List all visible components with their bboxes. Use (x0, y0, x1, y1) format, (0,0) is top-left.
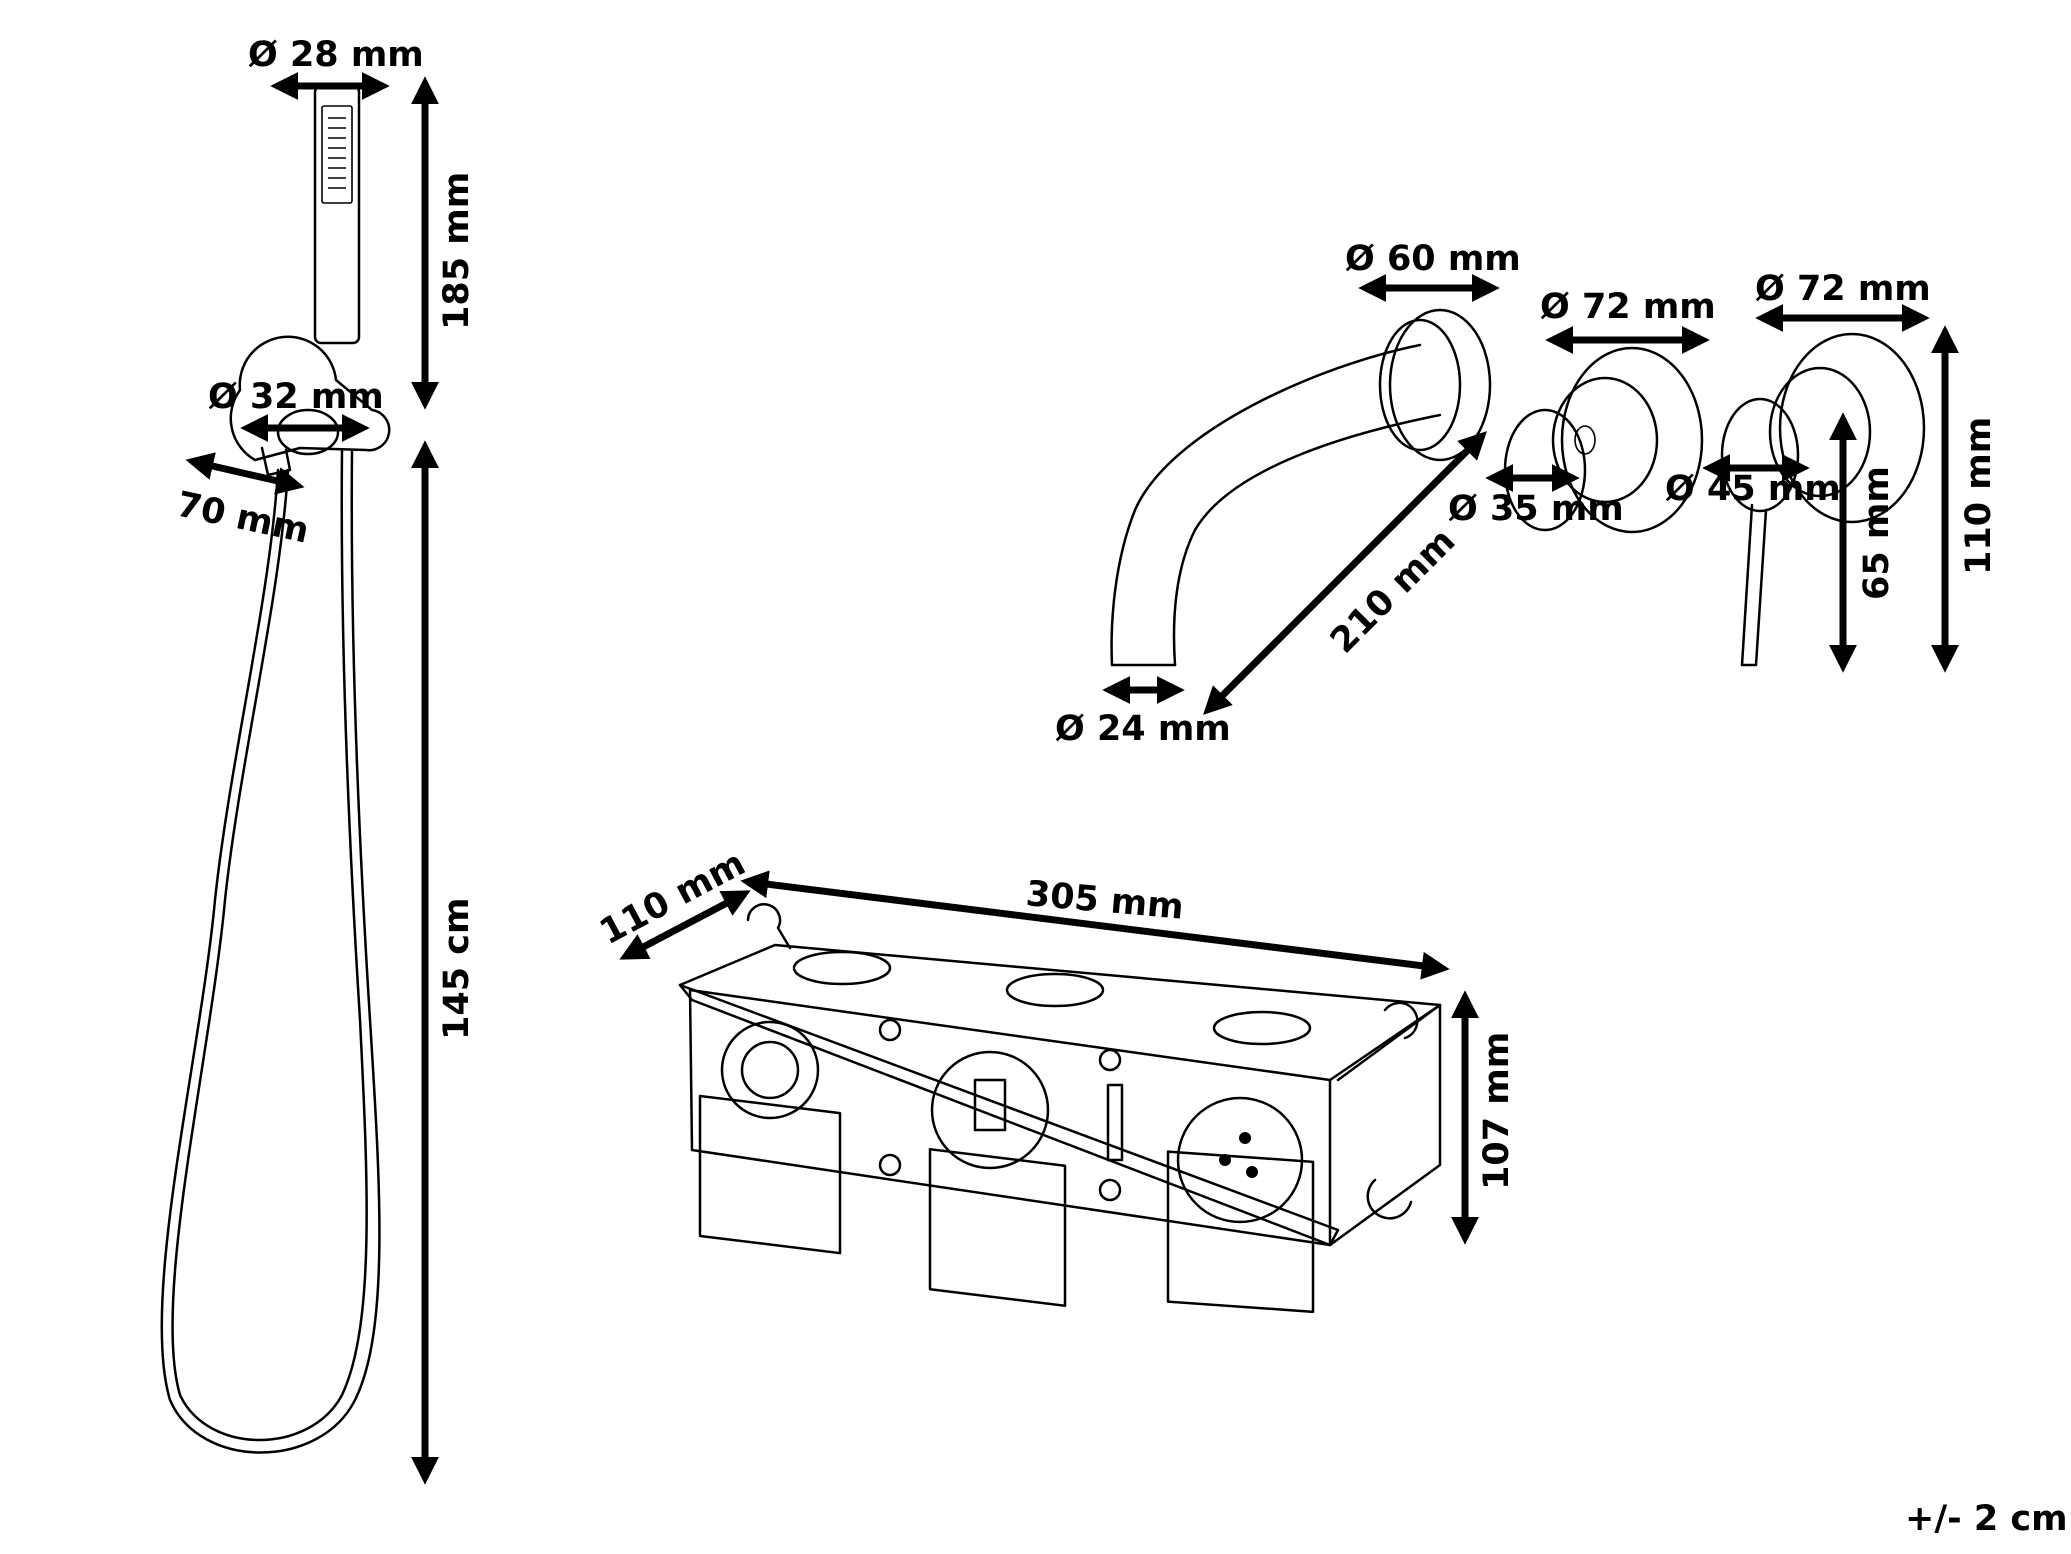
head-diameter-label: Ø 28 mm (248, 35, 424, 75)
spout-length-label: 210 mm (1323, 521, 1463, 661)
shower-hose (160, 448, 381, 1454)
holder-depth-label: 70 mm (173, 485, 312, 552)
box-depth-label: 110 mm (593, 843, 751, 953)
box-depth-arrow (619, 890, 751, 960)
box-port-right (1166, 1096, 1315, 1314)
handle2-flange-label: Ø 72 mm (1755, 269, 1931, 309)
spout-outlet-label: Ø 24 mm (1055, 709, 1231, 749)
handle1-knob-label: Ø 35 mm (1448, 489, 1624, 529)
hand-shower-head (313, 84, 361, 345)
holder-diameter-label: Ø 32 mm (208, 377, 384, 417)
rosette-height-label: 110 mm (1959, 417, 1999, 575)
hose-length-label: 145 cm (437, 898, 477, 1040)
tolerance-note: +/- 2 cm (1905, 1499, 2068, 1539)
box-width-arrow (740, 870, 1450, 980)
head-length-label: 185 mm (437, 172, 477, 330)
holder-depth-arrow (185, 452, 305, 495)
lever-height-label: 65 mm (1857, 466, 1897, 600)
handle1-flange-label: Ø 72 mm (1540, 287, 1716, 327)
box-height-label: 107 mm (1477, 1032, 1517, 1190)
box-port-center (878, 1018, 1124, 1308)
spout-length-arrow (1203, 431, 1487, 715)
box-port-left (698, 1020, 842, 1255)
handle2-knob-label: Ø 45 mm (1665, 469, 1841, 509)
spout-flange-label: Ø 60 mm (1345, 239, 1521, 279)
